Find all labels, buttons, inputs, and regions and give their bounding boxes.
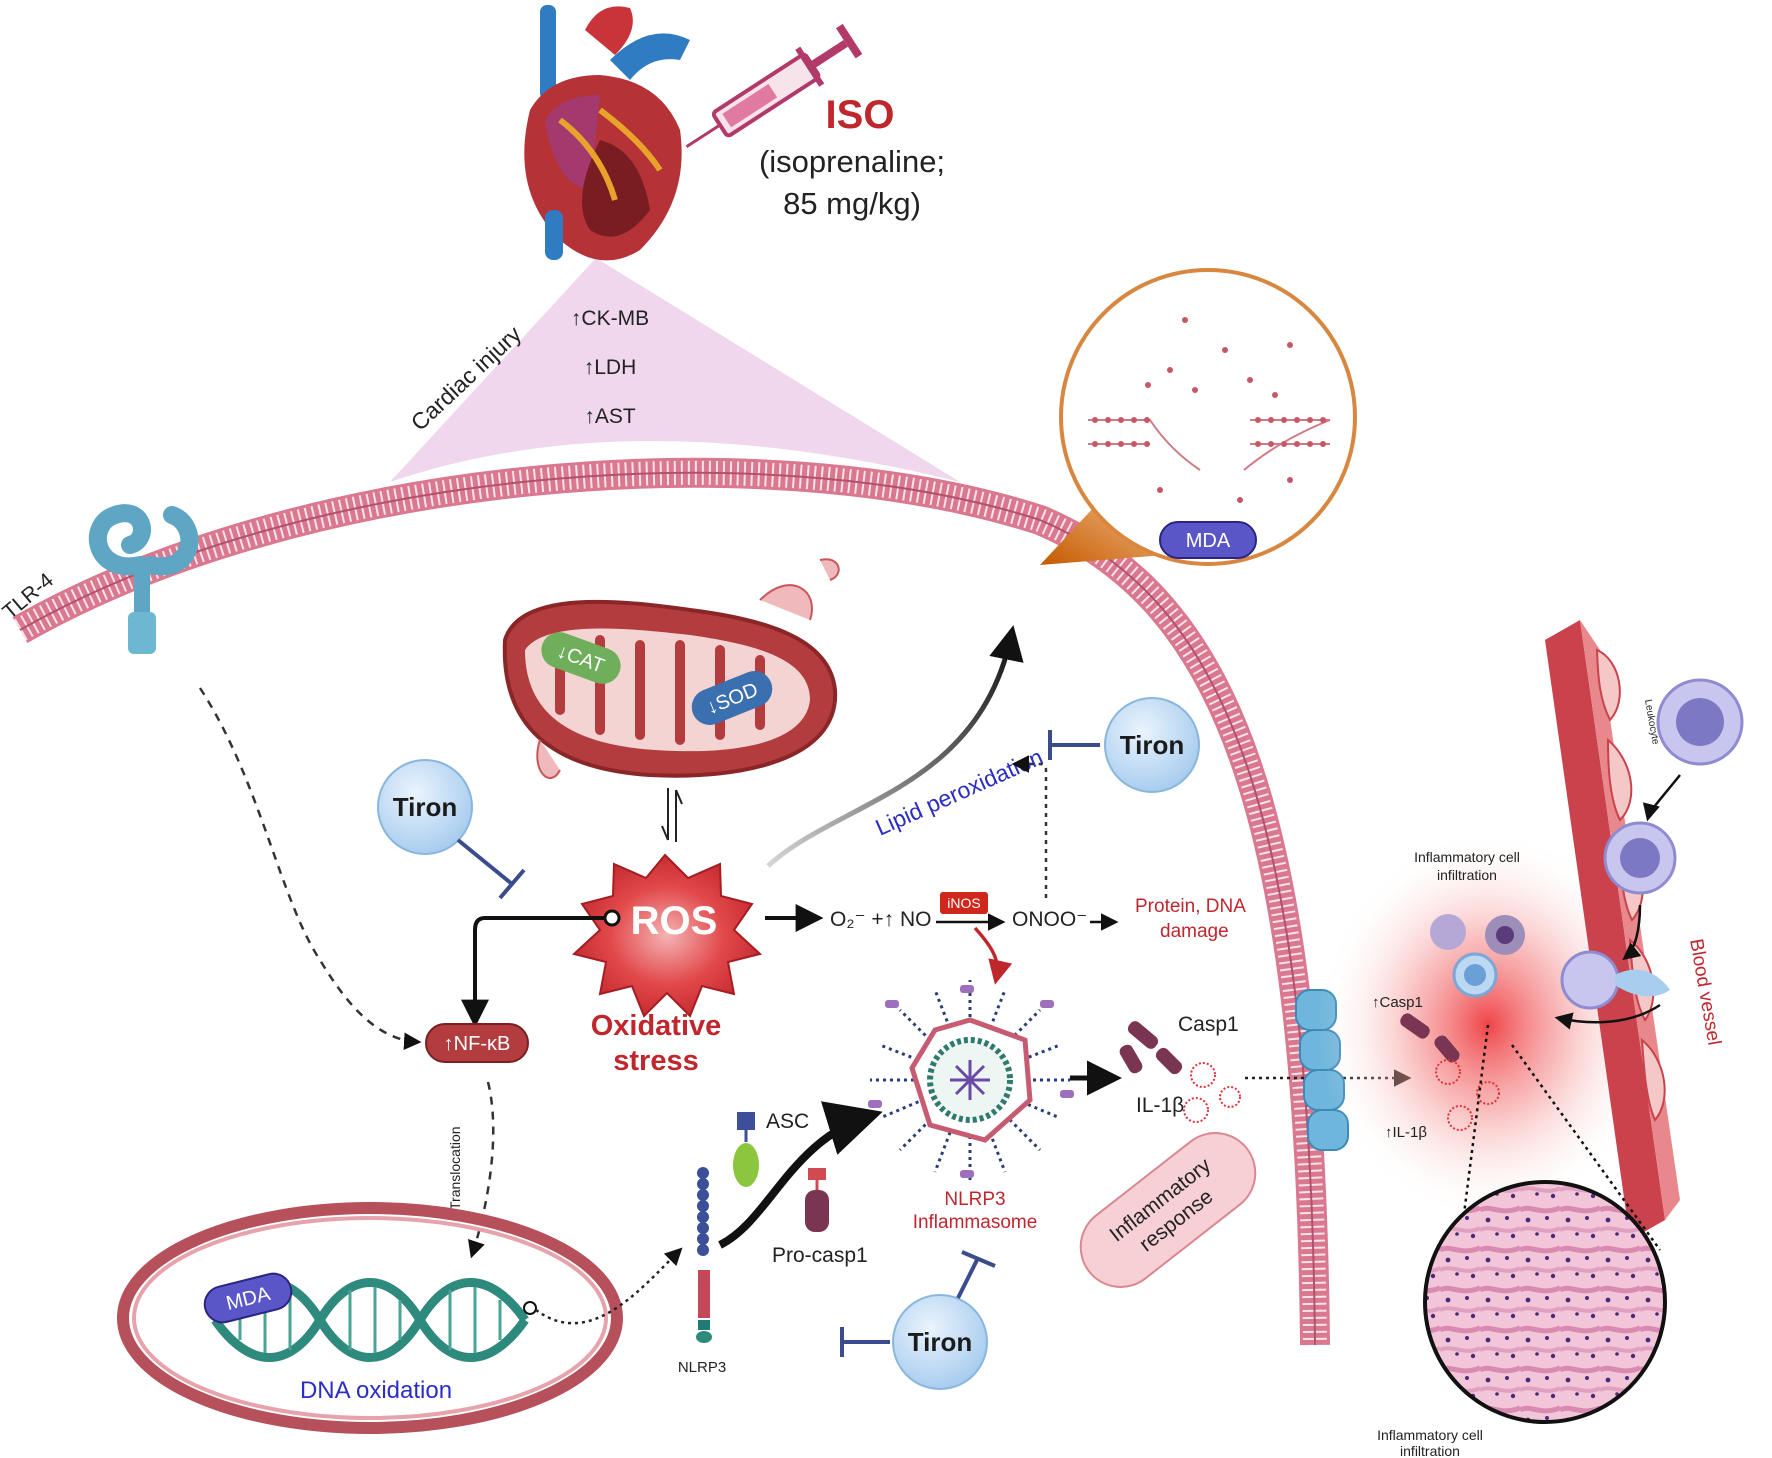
marker-ldh: ↑LDH xyxy=(584,356,637,379)
nlrp3-to-inflammasome-arrow xyxy=(718,1101,883,1249)
tissue-il1b-icon xyxy=(1435,1059,1500,1131)
infiltration-top-line1: Inflammatory cell xyxy=(1414,849,1520,865)
mda-dna-pill xyxy=(203,1272,293,1324)
oxidative-label: Oxidative xyxy=(591,1010,722,1042)
tiron-badge-ros xyxy=(377,759,473,855)
nucleus-icon xyxy=(117,1202,623,1434)
tlr4-to-nfkb-arrow xyxy=(198,687,422,1050)
il1b-label: IL-1β xyxy=(1136,1094,1184,1117)
inos-to-inflammasome-arrow xyxy=(973,926,1013,985)
marker-ast: ↑AST xyxy=(584,405,636,428)
pro-casp1-label: Pro-casp1 xyxy=(772,1244,868,1267)
casp1-icon xyxy=(1119,1021,1183,1075)
tissue-casp1-label: ↑Casp1 xyxy=(1372,994,1423,1011)
tiron-inhibit-ros xyxy=(456,838,526,900)
translocation-label: Translocation xyxy=(447,1126,463,1210)
leukocyte-migration-arrow-2 xyxy=(1622,904,1642,961)
inos-badge xyxy=(940,892,988,914)
tiron-badge-inflammasome xyxy=(892,1294,988,1390)
infiltration-bottom-line2: infiltration xyxy=(1400,1443,1460,1458)
dna-to-nlrp3-arrow xyxy=(535,1247,683,1325)
tissue-casp1-icon xyxy=(1400,1013,1460,1063)
histology-zoom-line-right xyxy=(1510,1044,1662,1251)
membrane-zoom-funnel xyxy=(1040,490,1165,565)
syringe-icon xyxy=(685,23,863,149)
inflammasome-icon xyxy=(868,980,1074,1180)
stress-label: stress xyxy=(613,1045,698,1077)
tiron-inhibit-nlrp3 xyxy=(840,1327,890,1357)
damage-line1: Protein, DNA xyxy=(1135,896,1246,917)
tiron-inhibit-lipid xyxy=(1048,730,1100,760)
nfkb-label: ↑NF-κB xyxy=(444,1033,511,1055)
sod-pill xyxy=(691,671,773,725)
asc-icon xyxy=(733,1112,759,1187)
marker-ck-mb: ↑CK-MB xyxy=(571,307,649,330)
tiron-inhibit-inflammasome xyxy=(956,1250,996,1299)
infiltration-bottom-line1: Inflammatory cell xyxy=(1377,1427,1483,1443)
histology-circle xyxy=(1423,1180,1667,1424)
lipid-peroxidation-arrow xyxy=(766,625,1024,868)
tiron-badge-lipid xyxy=(1104,697,1200,793)
heart-icon xyxy=(524,5,690,261)
tiron-label-lipid: Tiron xyxy=(1120,730,1185,760)
leukocyte-cells-icon xyxy=(1430,678,1744,1010)
cardiac-injury-triangle xyxy=(390,258,960,482)
infiltration-top-line2: infiltration xyxy=(1437,867,1497,883)
damage-line2: damage xyxy=(1160,921,1229,942)
pro-casp1-icon xyxy=(805,1168,829,1232)
asc-label: ASC xyxy=(766,1110,809,1133)
membrane-zoom-circle xyxy=(1059,268,1357,566)
mda-membrane-pill xyxy=(1159,521,1257,559)
lipid-bilayer-icon xyxy=(1088,317,1331,503)
translocation-arrow xyxy=(468,1081,495,1259)
iso-dose-line2: 85 mg/kg) xyxy=(783,186,921,221)
ros-label: ROS xyxy=(631,899,718,943)
leukocyte-migration-arrow-1 xyxy=(1642,774,1681,822)
iso-title: ISO xyxy=(826,93,895,137)
casp1-label: Casp1 xyxy=(1178,1013,1239,1036)
iso-dose-line1: (isoprenaline; xyxy=(759,144,945,179)
o2-no-label: O₂⁻ +↑ NO xyxy=(830,908,932,931)
tiron-label-inflammasome: Tiron xyxy=(908,1327,973,1357)
equilibrium-arrows-icon xyxy=(661,788,683,842)
onoo-to-lipid-arrow xyxy=(1011,755,1048,898)
nlrp3-receptor-icon xyxy=(696,1167,712,1343)
inflammatory-response-pill xyxy=(1079,1132,1257,1288)
nlrp3-receptor-label: NLRP3 xyxy=(678,1359,726,1376)
nfkb-pill xyxy=(425,1023,529,1063)
inflammasome-line2: Inflammasome xyxy=(913,1212,1038,1233)
onoo-label: ONOO⁻ xyxy=(1012,908,1087,931)
leukocyte-migration-arrow-3 xyxy=(1554,1003,1661,1030)
blood-vessel-label: Blood vessel xyxy=(1685,937,1724,1047)
inflammasome-line1: NLRP3 xyxy=(944,1189,1005,1210)
ros-burst-icon xyxy=(571,853,763,1018)
dna-oxidation-label: DNA oxidation xyxy=(300,1377,452,1404)
tlr4-receptor-icon xyxy=(88,504,199,654)
lipid-peroxidation-label: Lipid peroxidation xyxy=(871,743,1046,840)
inos-label: iNOS xyxy=(947,895,980,911)
mitochondria-icon xyxy=(502,558,840,779)
tissue-il1b-label: ↑IL-1β xyxy=(1385,1124,1427,1141)
il1b-icon xyxy=(1183,1062,1241,1123)
cat-pill xyxy=(541,632,621,684)
tiron-label-ros: Tiron xyxy=(393,792,458,822)
mda-membrane-label: MDA xyxy=(1186,530,1231,552)
ros-to-nfkb-arrow xyxy=(461,916,608,1028)
